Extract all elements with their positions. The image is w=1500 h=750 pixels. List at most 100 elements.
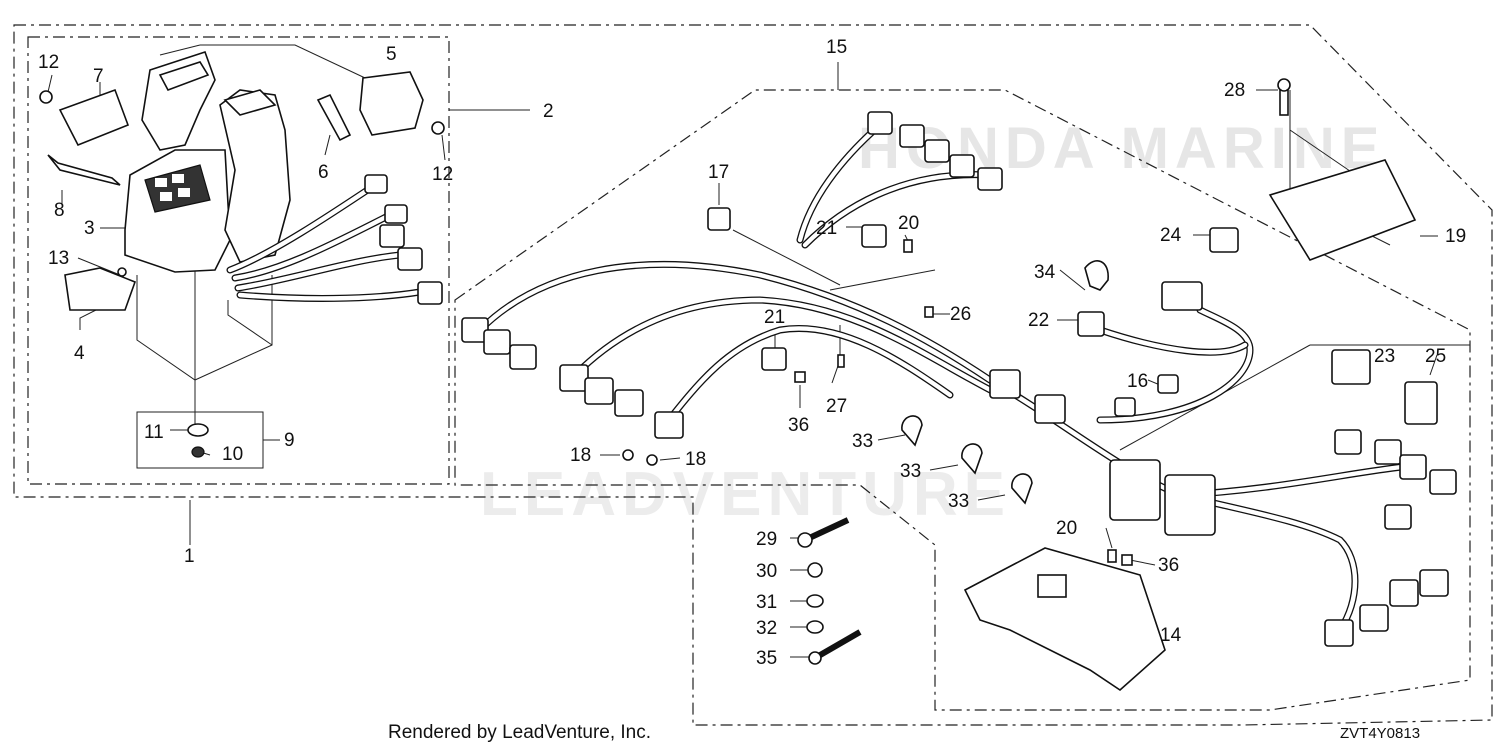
washer-32: [806, 620, 824, 634]
connector: [949, 154, 975, 178]
bolt-29: [803, 517, 850, 543]
connector: [1034, 394, 1066, 424]
standalone-parts: [622, 78, 1438, 692]
connector: [1384, 504, 1412, 530]
connector: [364, 174, 388, 194]
connector: [977, 167, 1003, 191]
connector: [397, 247, 423, 271]
terminal-20: [903, 239, 913, 253]
connector: [924, 139, 950, 163]
clip-6: [316, 93, 352, 142]
callout-26: 26: [950, 304, 971, 325]
callouts: 1 2 3 4 5 6 7 8 9 10 11 12 12 13 14 15 1…: [38, 37, 1466, 669]
control-lever-handle: [219, 89, 291, 263]
callout-19: 19: [1445, 226, 1466, 247]
nut-30: [807, 562, 823, 578]
connector: [1389, 579, 1419, 607]
callout-3: 3: [84, 218, 95, 239]
connector: [1114, 397, 1136, 417]
panel-button: [160, 192, 172, 201]
connector: [384, 204, 408, 224]
cap-25: [1404, 381, 1438, 425]
terminal-36: [1121, 554, 1133, 566]
callout-1: 1: [184, 546, 195, 567]
callout-23: 23: [1374, 346, 1395, 367]
assembly-boundaries: [13, 24, 1493, 726]
screw-13: [117, 267, 127, 277]
connector: [867, 111, 893, 135]
main-harness: [461, 111, 1457, 647]
tie-33: [901, 415, 923, 447]
callout-33: 33: [852, 431, 873, 452]
callout-33: 33: [948, 491, 969, 512]
connector: [654, 411, 684, 439]
cap-18: [622, 449, 634, 461]
callout-21: 21: [764, 307, 785, 328]
callout-28: 28: [1224, 80, 1245, 101]
callout-5: 5: [386, 44, 397, 65]
callout-24: 24: [1160, 225, 1182, 246]
screw-12-left: [39, 90, 53, 104]
callout-30: 30: [756, 561, 777, 582]
callout-18: 18: [570, 445, 591, 466]
connector-large: [1164, 474, 1216, 536]
terminal-27: [837, 354, 845, 368]
callout-25: 25: [1425, 346, 1446, 367]
callout-2: 2: [543, 101, 554, 122]
nut-10: [191, 446, 205, 458]
assembly-9-box: [136, 411, 264, 469]
callout-36: 36: [788, 415, 809, 436]
terminal-36: [794, 371, 806, 383]
connector: [483, 329, 511, 355]
callout-20: 20: [1056, 518, 1077, 539]
connector: [417, 281, 443, 305]
callout-8: 8: [54, 200, 65, 221]
callout-35: 35: [756, 648, 777, 669]
panel-button: [178, 188, 190, 197]
lever-grip-top: [158, 61, 210, 91]
footer-credit: Rendered by LeadVenture, Inc.: [388, 722, 651, 743]
cap-24: [1209, 227, 1239, 253]
connector: [1161, 281, 1203, 311]
panel-button: [155, 178, 167, 187]
clamp-34: [1084, 260, 1109, 291]
holder-17: [707, 207, 731, 231]
connector: [584, 377, 614, 405]
callout-27: 27: [826, 396, 847, 417]
connector-21: [761, 347, 787, 371]
callout-17: 17: [708, 162, 729, 183]
callout-18: 18: [685, 449, 706, 470]
callout-22: 22: [1028, 310, 1049, 331]
cover-7: [58, 88, 130, 147]
connector: [614, 389, 644, 417]
connector: [379, 224, 405, 248]
connector-large: [1109, 459, 1161, 521]
assembly-2-boundary: [27, 36, 450, 485]
connector: [1334, 429, 1362, 455]
terminal-20: [1107, 549, 1117, 563]
callout-10: 10: [222, 444, 243, 465]
callout-29: 29: [756, 529, 777, 550]
callout-20: 20: [898, 213, 919, 234]
connector: [989, 369, 1021, 399]
panel-button: [172, 174, 184, 183]
tie-33: [1011, 473, 1033, 505]
connector: [1429, 469, 1457, 495]
screw-12-right: [431, 121, 445, 135]
callout-7: 7: [93, 66, 104, 87]
callout-11: 11: [144, 422, 164, 443]
watermark-text: LEADVENTURE: [480, 460, 1011, 529]
terminal-26: [924, 306, 934, 318]
trim-8: [47, 154, 121, 186]
callout-31: 31: [756, 592, 777, 613]
callout-12: 12: [432, 164, 453, 185]
control-box-harness: [226, 174, 443, 305]
bolt-35: [813, 629, 862, 661]
connector-23: [1331, 349, 1371, 385]
tie-33: [961, 443, 983, 475]
bracket-opening: [1037, 574, 1067, 598]
connector: [1157, 374, 1179, 394]
grip-5: [359, 71, 424, 136]
callout-15: 15: [826, 37, 847, 58]
callout-34: 34: [1034, 262, 1056, 283]
